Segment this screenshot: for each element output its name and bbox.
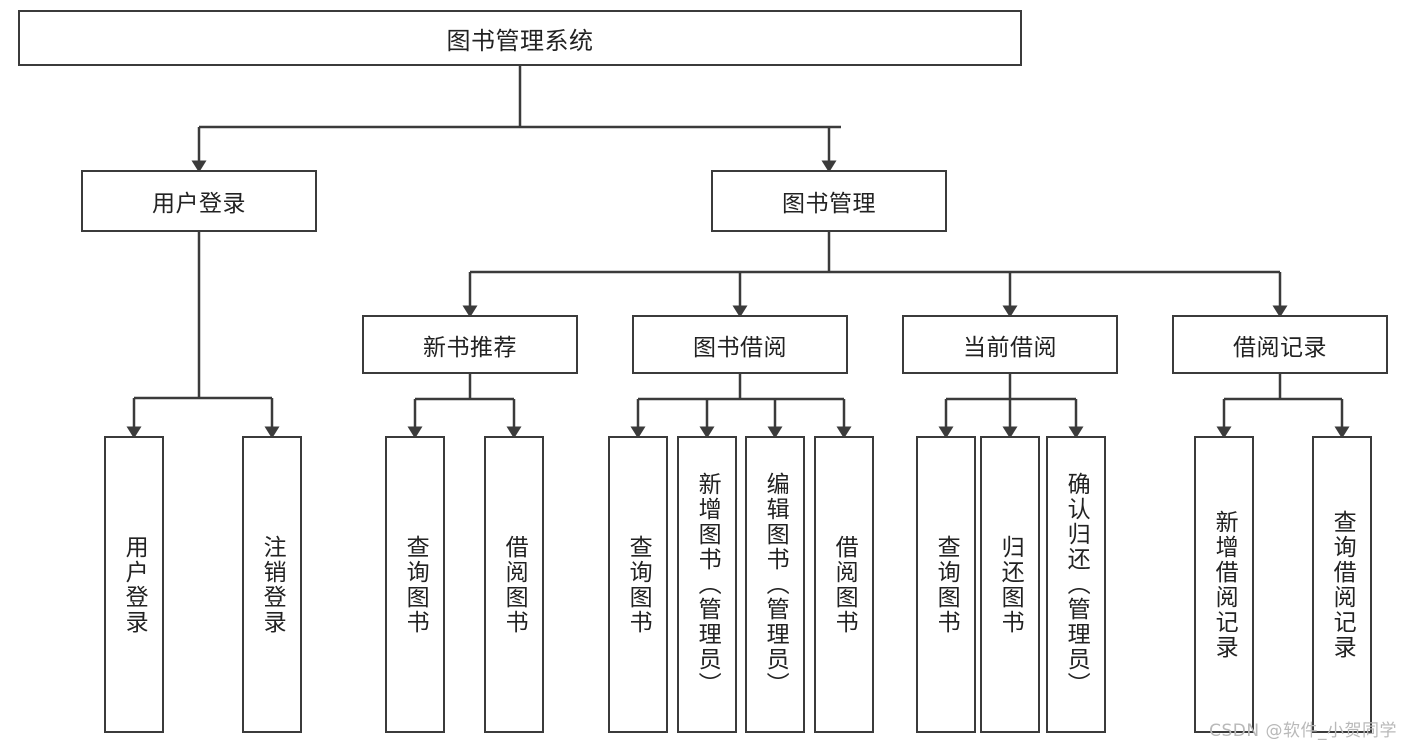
node-label: 当前借阅 — [963, 334, 1057, 361]
node-leaf-add-record[interactable]: 新增借阅记录 — [1194, 436, 1254, 733]
node-label: 图书管理系统 — [446, 26, 594, 55]
node-label: 用户登录 — [152, 191, 246, 217]
node-label: 编辑图书（管理员） — [762, 472, 789, 697]
node-leaf-query-record[interactable]: 查询借阅记录 — [1312, 436, 1372, 733]
node-label: 借阅图书 — [501, 534, 528, 635]
node-leaf-confirm-return[interactable]: 确认归还（管理员） — [1046, 436, 1106, 733]
node-book-management[interactable]: 图书管理 — [711, 170, 947, 232]
node-label: 注销登录 — [259, 534, 286, 635]
node-leaf-add-book[interactable]: 新增图书（管理员） — [677, 436, 737, 733]
watermark-text: CSDN @软件_小贺同学 — [1209, 721, 1397, 741]
node-leaf-borrow-book-2[interactable]: 借阅图书 — [814, 436, 874, 733]
node-user-login[interactable]: 用户登录 — [81, 170, 317, 232]
node-label: 查询图书 — [625, 534, 652, 635]
node-leaf-return-book[interactable]: 归还图书 — [980, 436, 1040, 733]
node-book-borrow[interactable]: 图书借阅 — [632, 315, 848, 374]
node-label: 图书借阅 — [693, 334, 787, 361]
node-leaf-logout[interactable]: 注销登录 — [242, 436, 302, 733]
node-current-borrow[interactable]: 当前借阅 — [902, 315, 1118, 374]
node-label: 借阅图书 — [831, 534, 858, 635]
node-label: 查询借阅记录 — [1329, 509, 1356, 660]
node-label: 用户登录 — [121, 534, 148, 635]
node-leaf-user-login[interactable]: 用户登录 — [104, 436, 164, 733]
node-label: 查询图书 — [402, 534, 429, 635]
node-leaf-query-book-3[interactable]: 查询图书 — [916, 436, 976, 733]
node-label: 借阅记录 — [1233, 334, 1327, 361]
node-root-book-management-system[interactable]: 图书管理系统 — [18, 10, 1022, 66]
node-label: 归还图书 — [997, 534, 1024, 635]
node-borrow-record[interactable]: 借阅记录 — [1172, 315, 1388, 374]
node-label: 图书管理 — [782, 191, 876, 217]
node-leaf-borrow-book-1[interactable]: 借阅图书 — [484, 436, 544, 733]
node-leaf-query-book-1[interactable]: 查询图书 — [385, 436, 445, 733]
node-label: 确认归还（管理员） — [1063, 472, 1090, 697]
node-label: 新增借阅记录 — [1211, 509, 1238, 660]
node-label: 新书推荐 — [423, 334, 517, 361]
node-label: 查询图书 — [933, 534, 960, 635]
node-leaf-query-book-2[interactable]: 查询图书 — [608, 436, 668, 733]
node-new-book-recommend[interactable]: 新书推荐 — [362, 315, 578, 374]
node-leaf-edit-book[interactable]: 编辑图书（管理员） — [745, 436, 805, 733]
node-label: 新增图书（管理员） — [694, 472, 721, 697]
